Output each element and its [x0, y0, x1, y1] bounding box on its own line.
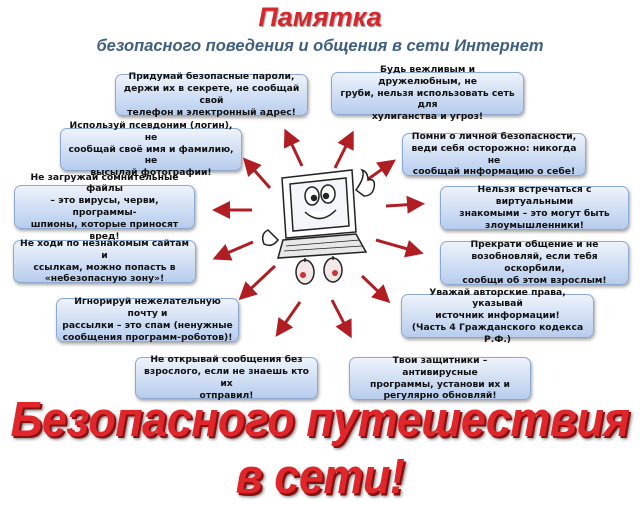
tip-pseudonym: Используй псевдоним (логин), не сообщай … [60, 120, 242, 178]
arrow-icon [385, 195, 425, 214]
arrow-icon [283, 128, 304, 167]
tip-politeness: Будь вежливым и дружелюбным, не груби, н… [331, 64, 524, 122]
arrow-icon [243, 157, 272, 189]
tip-copyright: Уважай авторские права, указывай источни… [401, 287, 594, 345]
arrow-icon [330, 299, 352, 339]
tip-personal-safety: Помни о личной безопасности, веди себя о… [402, 131, 586, 177]
arrow-icon [238, 264, 277, 301]
page-title: Памятка [258, 2, 382, 32]
arrow-icon [375, 238, 424, 258]
arrows-layer [212, 128, 425, 339]
laptop-mascot-icon [261, 168, 376, 285]
arrow-icon [360, 274, 391, 304]
arrow-icon [212, 240, 254, 261]
tip-insults: Прекрати общение и не возобновляй, если … [440, 239, 629, 286]
tip-antivirus: Твои защитники – антивирусные программы,… [349, 355, 531, 401]
arrow-icon [275, 301, 302, 337]
footer-slogan: Безопасного путешествия в сети! [10, 390, 630, 505]
tip-files: Не загружай сомнительные файлы – это вир… [14, 172, 195, 242]
tip-sites: Не ходи по незнакомым сайтам и ссылкам, … [13, 238, 196, 284]
tip-virtual-meetings: Нельзя встречаться с виртуальными знаком… [440, 184, 629, 231]
page-subtitle: безопасного поведения и общения в сети И… [96, 37, 544, 55]
tip-messages: Не открывай сообщения без взрослого, есл… [135, 354, 318, 401]
arrow-icon [333, 130, 354, 169]
tip-spam: Игнорируй нежелательную почту и рассылки… [56, 296, 239, 343]
tip-passwords: Придумай безопасные пароли, держи их в с… [115, 71, 308, 118]
